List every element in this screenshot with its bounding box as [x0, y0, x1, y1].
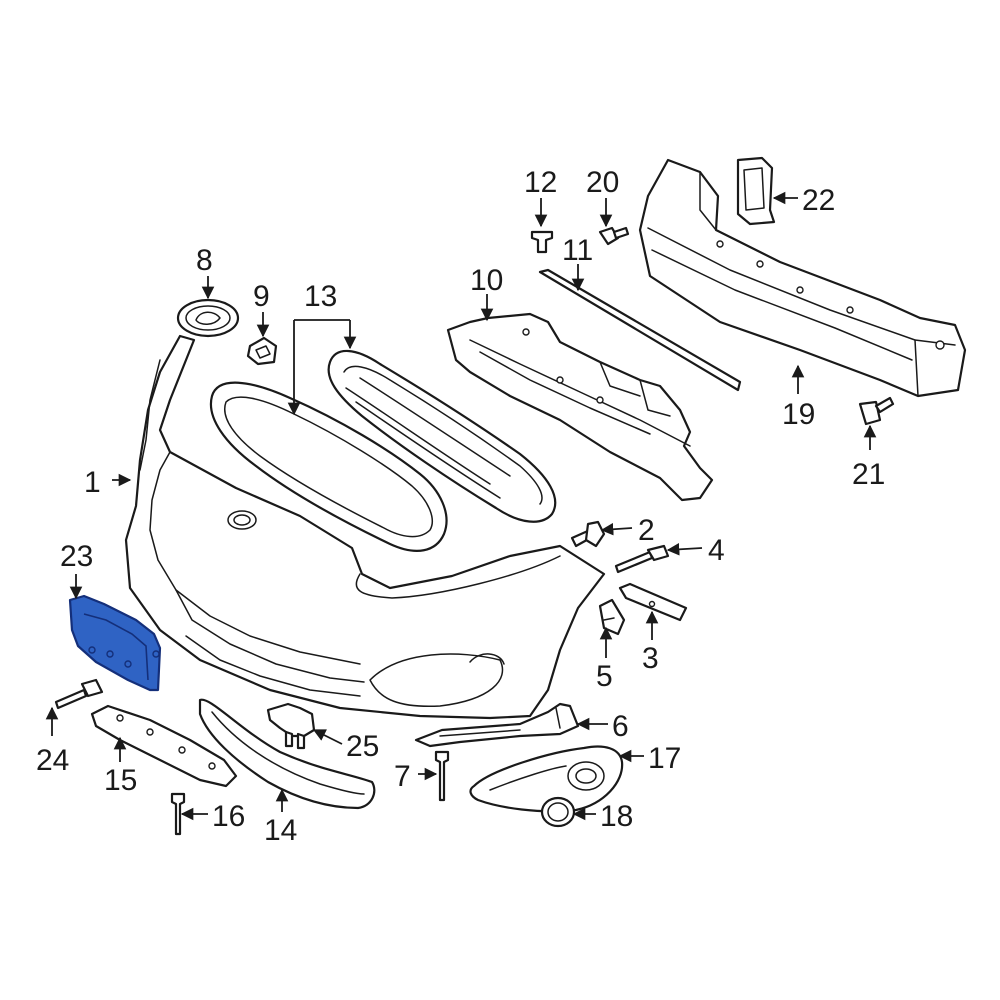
callout-20: 20 — [586, 166, 619, 199]
callout-10: 10 — [470, 264, 503, 297]
callout-25: 25 — [346, 730, 379, 763]
part-4-long-clip[interactable] — [614, 544, 670, 574]
callout-17: 17 — [648, 742, 681, 775]
part-13-grille-insert[interactable] — [327, 349, 557, 523]
part-2-push-pin[interactable] — [570, 520, 606, 548]
callout-2: 2 — [638, 514, 655, 547]
part-20-bolt[interactable] — [598, 226, 630, 246]
callout-16: 16 — [212, 800, 245, 833]
part-21-bolt[interactable] — [858, 396, 895, 426]
callout-3: 3 — [642, 642, 659, 675]
part-25-sensor[interactable] — [266, 702, 316, 750]
callout-4: 4 — [708, 534, 725, 567]
part-12-push-clip[interactable] — [530, 230, 554, 254]
part-11-seal-strip[interactable] — [538, 268, 742, 392]
part-17-fog-lamp-bezel[interactable] — [469, 745, 624, 813]
part-16-stud-pin[interactable] — [170, 792, 186, 836]
callout-7: 7 — [394, 760, 411, 793]
callout-24: 24 — [36, 744, 69, 777]
callout-22: 22 — [802, 184, 835, 217]
callout-6: 6 — [612, 710, 629, 743]
callout-1: 1 — [84, 466, 101, 499]
callout-5: 5 — [596, 660, 613, 693]
part-22-bracket-plate[interactable] — [736, 156, 776, 226]
part-8-emblem[interactable] — [176, 298, 240, 338]
callout-18: 18 — [600, 800, 633, 833]
callout-21: 21 — [852, 458, 885, 491]
callout-15: 15 — [104, 764, 137, 797]
part-9-emblem-mount[interactable] — [246, 336, 278, 366]
callout-23: 23 — [60, 540, 93, 573]
callout-labels: 1 2 3 4 5 6 7 8 9 10 11 12 13 14 15 16 1… — [36, 166, 885, 847]
part-1-bumper-cover[interactable] — [124, 334, 606, 720]
callout-11: 11 — [562, 234, 593, 267]
part-7-push-pin[interactable] — [434, 750, 450, 802]
callout-8: 8 — [196, 244, 213, 277]
leader-lines — [45, 191, 877, 821]
part-3-retainer-strip[interactable] — [618, 582, 688, 622]
part-18-fog-lamp-ring[interactable] — [540, 796, 576, 828]
callout-14: 14 — [264, 814, 297, 847]
part-10-energy-absorber[interactable] — [446, 312, 714, 502]
part-19-reinforcement-beam[interactable] — [638, 158, 967, 398]
part-14-lower-grille[interactable] — [198, 698, 376, 810]
callout-13: 13 — [304, 280, 337, 313]
part-24-pin[interactable] — [54, 678, 104, 710]
callout-9: 9 — [253, 280, 270, 313]
part-6-lower-bracket[interactable] — [414, 702, 580, 748]
part-23-license-plate-bracket[interactable] — [68, 594, 162, 692]
callout-19: 19 — [782, 398, 815, 431]
part-5-clip[interactable] — [598, 598, 626, 636]
callout-12: 12 — [524, 166, 557, 199]
